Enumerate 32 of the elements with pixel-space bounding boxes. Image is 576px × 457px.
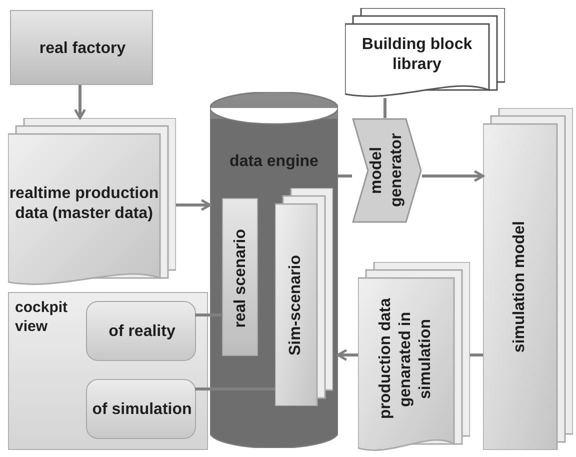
arrow — [336, 349, 358, 361]
node-label: realtime production data (master data) — [8, 184, 160, 224]
document-stack — [345, 8, 505, 98]
node-label: data engine — [230, 152, 318, 172]
node-label: model generator — [367, 132, 406, 210]
document-stack — [358, 262, 470, 452]
process-box — [10, 10, 153, 85]
database-cylinder — [210, 92, 338, 448]
process-box — [86, 379, 196, 439]
connector-line — [470, 354, 483, 356]
node-label: production data genarated in simulation — [376, 297, 435, 422]
arrow — [74, 85, 86, 120]
node-label: of simulation — [92, 400, 192, 420]
node-label: cockpit view — [15, 299, 69, 336]
connector-line — [384, 98, 386, 118]
connector-line — [338, 174, 352, 178]
group-panel — [8, 292, 208, 450]
node-label: real scenario — [231, 228, 250, 328]
node-label: real factory — [39, 38, 126, 58]
arrow — [176, 199, 212, 211]
document-stack — [483, 108, 573, 450]
document-stack — [8, 118, 176, 286]
document-stack — [275, 188, 333, 406]
process-box — [86, 301, 196, 361]
connector-line — [195, 314, 222, 316]
process-box — [222, 198, 258, 356]
node-label: of reality — [108, 322, 176, 342]
node-label: simulation model — [510, 221, 529, 353]
arrow — [422, 170, 484, 182]
node-label: Building block library — [360, 35, 474, 75]
chevron-shape — [352, 118, 422, 223]
node-label: Sim-scenario — [286, 254, 305, 356]
